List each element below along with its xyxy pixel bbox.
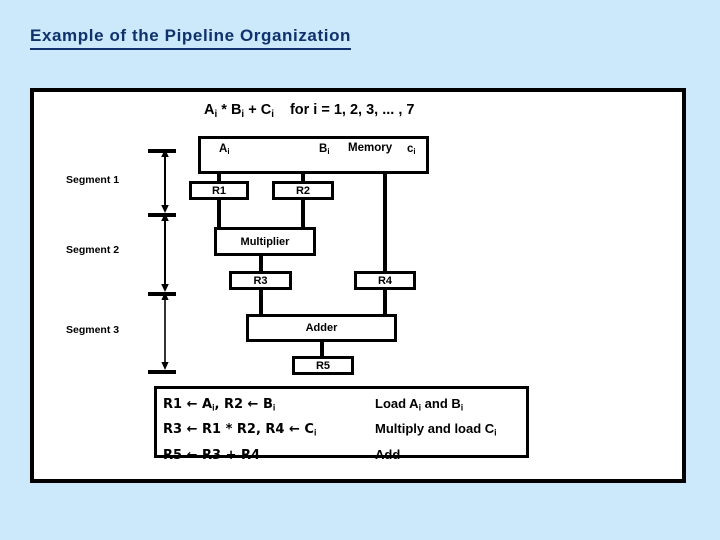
instruction-row: R3 ← R1 * R2, R4 ← Ci Multiply and load … bbox=[163, 418, 526, 443]
memory-input-a-label: Ai bbox=[219, 143, 230, 157]
line-memory-c-to-r4 bbox=[383, 152, 387, 274]
adder-unit[interactable]: Adder bbox=[246, 314, 397, 342]
register-r1[interactable]: R1 bbox=[189, 181, 249, 200]
formula-b: B bbox=[230, 102, 242, 118]
formula-op1: * bbox=[217, 102, 231, 118]
formula-range: for i = 1, 2, 3, ... , 7 bbox=[289, 102, 415, 118]
segment-3-arrow bbox=[160, 292, 170, 370]
instruction-description: Add bbox=[375, 446, 401, 462]
segment-tick-2-3 bbox=[148, 292, 176, 296]
memory-input-b-label: Bi bbox=[319, 143, 330, 157]
instruction-operation: R3 ← R1 * R2, R4 ← Ci bbox=[163, 422, 317, 438]
register-r5[interactable]: R5 bbox=[292, 356, 354, 375]
line-adder-to-r5 bbox=[320, 340, 324, 359]
register-r2[interactable]: R2 bbox=[272, 181, 334, 200]
formula-c: C bbox=[260, 102, 272, 118]
segment-label-2: Segment 2 bbox=[66, 244, 120, 256]
segment-1-arrow bbox=[160, 149, 170, 213]
page-title: Example of the Pipeline Organization bbox=[30, 26, 352, 50]
instruction-operation: R5 ← R3 + R4 bbox=[163, 447, 261, 463]
formula-c-sub: i bbox=[271, 108, 274, 120]
formula-a-sub: i bbox=[214, 108, 218, 120]
segment-tick-bottom bbox=[148, 370, 176, 374]
instruction-row: R1 ← Ai, R2 ← Bi Load Ai and Bi bbox=[163, 393, 526, 418]
segment-2-arrow bbox=[160, 213, 170, 292]
multiplier-unit[interactable]: Multiplier bbox=[214, 227, 316, 256]
formula-b-sub: i bbox=[241, 108, 245, 120]
register-r3[interactable]: R3 bbox=[229, 271, 292, 290]
line-r2-to-multiplier bbox=[301, 198, 305, 230]
diagram-panel: Ai * Bi + Ci for i = 1, 2, 3, ... , 7 bbox=[30, 88, 686, 483]
line-multiplier-to-r3 bbox=[259, 254, 263, 274]
segment-label-1: Segment 1 bbox=[66, 174, 120, 186]
formula-op2: + bbox=[244, 102, 261, 118]
instruction-description: Load Ai and Bi bbox=[375, 396, 464, 413]
instruction-operation: R1 ← Ai, R2 ← Bi bbox=[163, 397, 276, 413]
line-r4-to-adder bbox=[383, 288, 387, 317]
register-r4[interactable]: R4 bbox=[354, 271, 416, 290]
instruction-table: R1 ← Ai, R2 ← Bi Load Ai and Bi R3 ← R1 … bbox=[154, 386, 529, 463]
memory-title-label: Memory bbox=[348, 142, 393, 154]
line-r1-to-multiplier bbox=[217, 198, 221, 230]
line-r3-to-adder bbox=[259, 288, 263, 317]
instruction-description: Multiply and load Ci bbox=[375, 421, 497, 438]
segment-tick-1-2 bbox=[148, 213, 176, 217]
instruction-row: R5 ← R3 + R4 Add bbox=[163, 444, 526, 469]
memory-input-c-label: ci bbox=[407, 143, 416, 157]
memory-block[interactable]: Ai Bi Memory ci bbox=[198, 136, 429, 174]
formula-expression: Ai * Bi + Ci for i = 1, 2, 3, ... , 7 bbox=[204, 102, 414, 120]
segment-label-3: Segment 3 bbox=[66, 324, 120, 336]
formula-a: A bbox=[204, 102, 215, 118]
segment-tick-top bbox=[148, 149, 176, 153]
